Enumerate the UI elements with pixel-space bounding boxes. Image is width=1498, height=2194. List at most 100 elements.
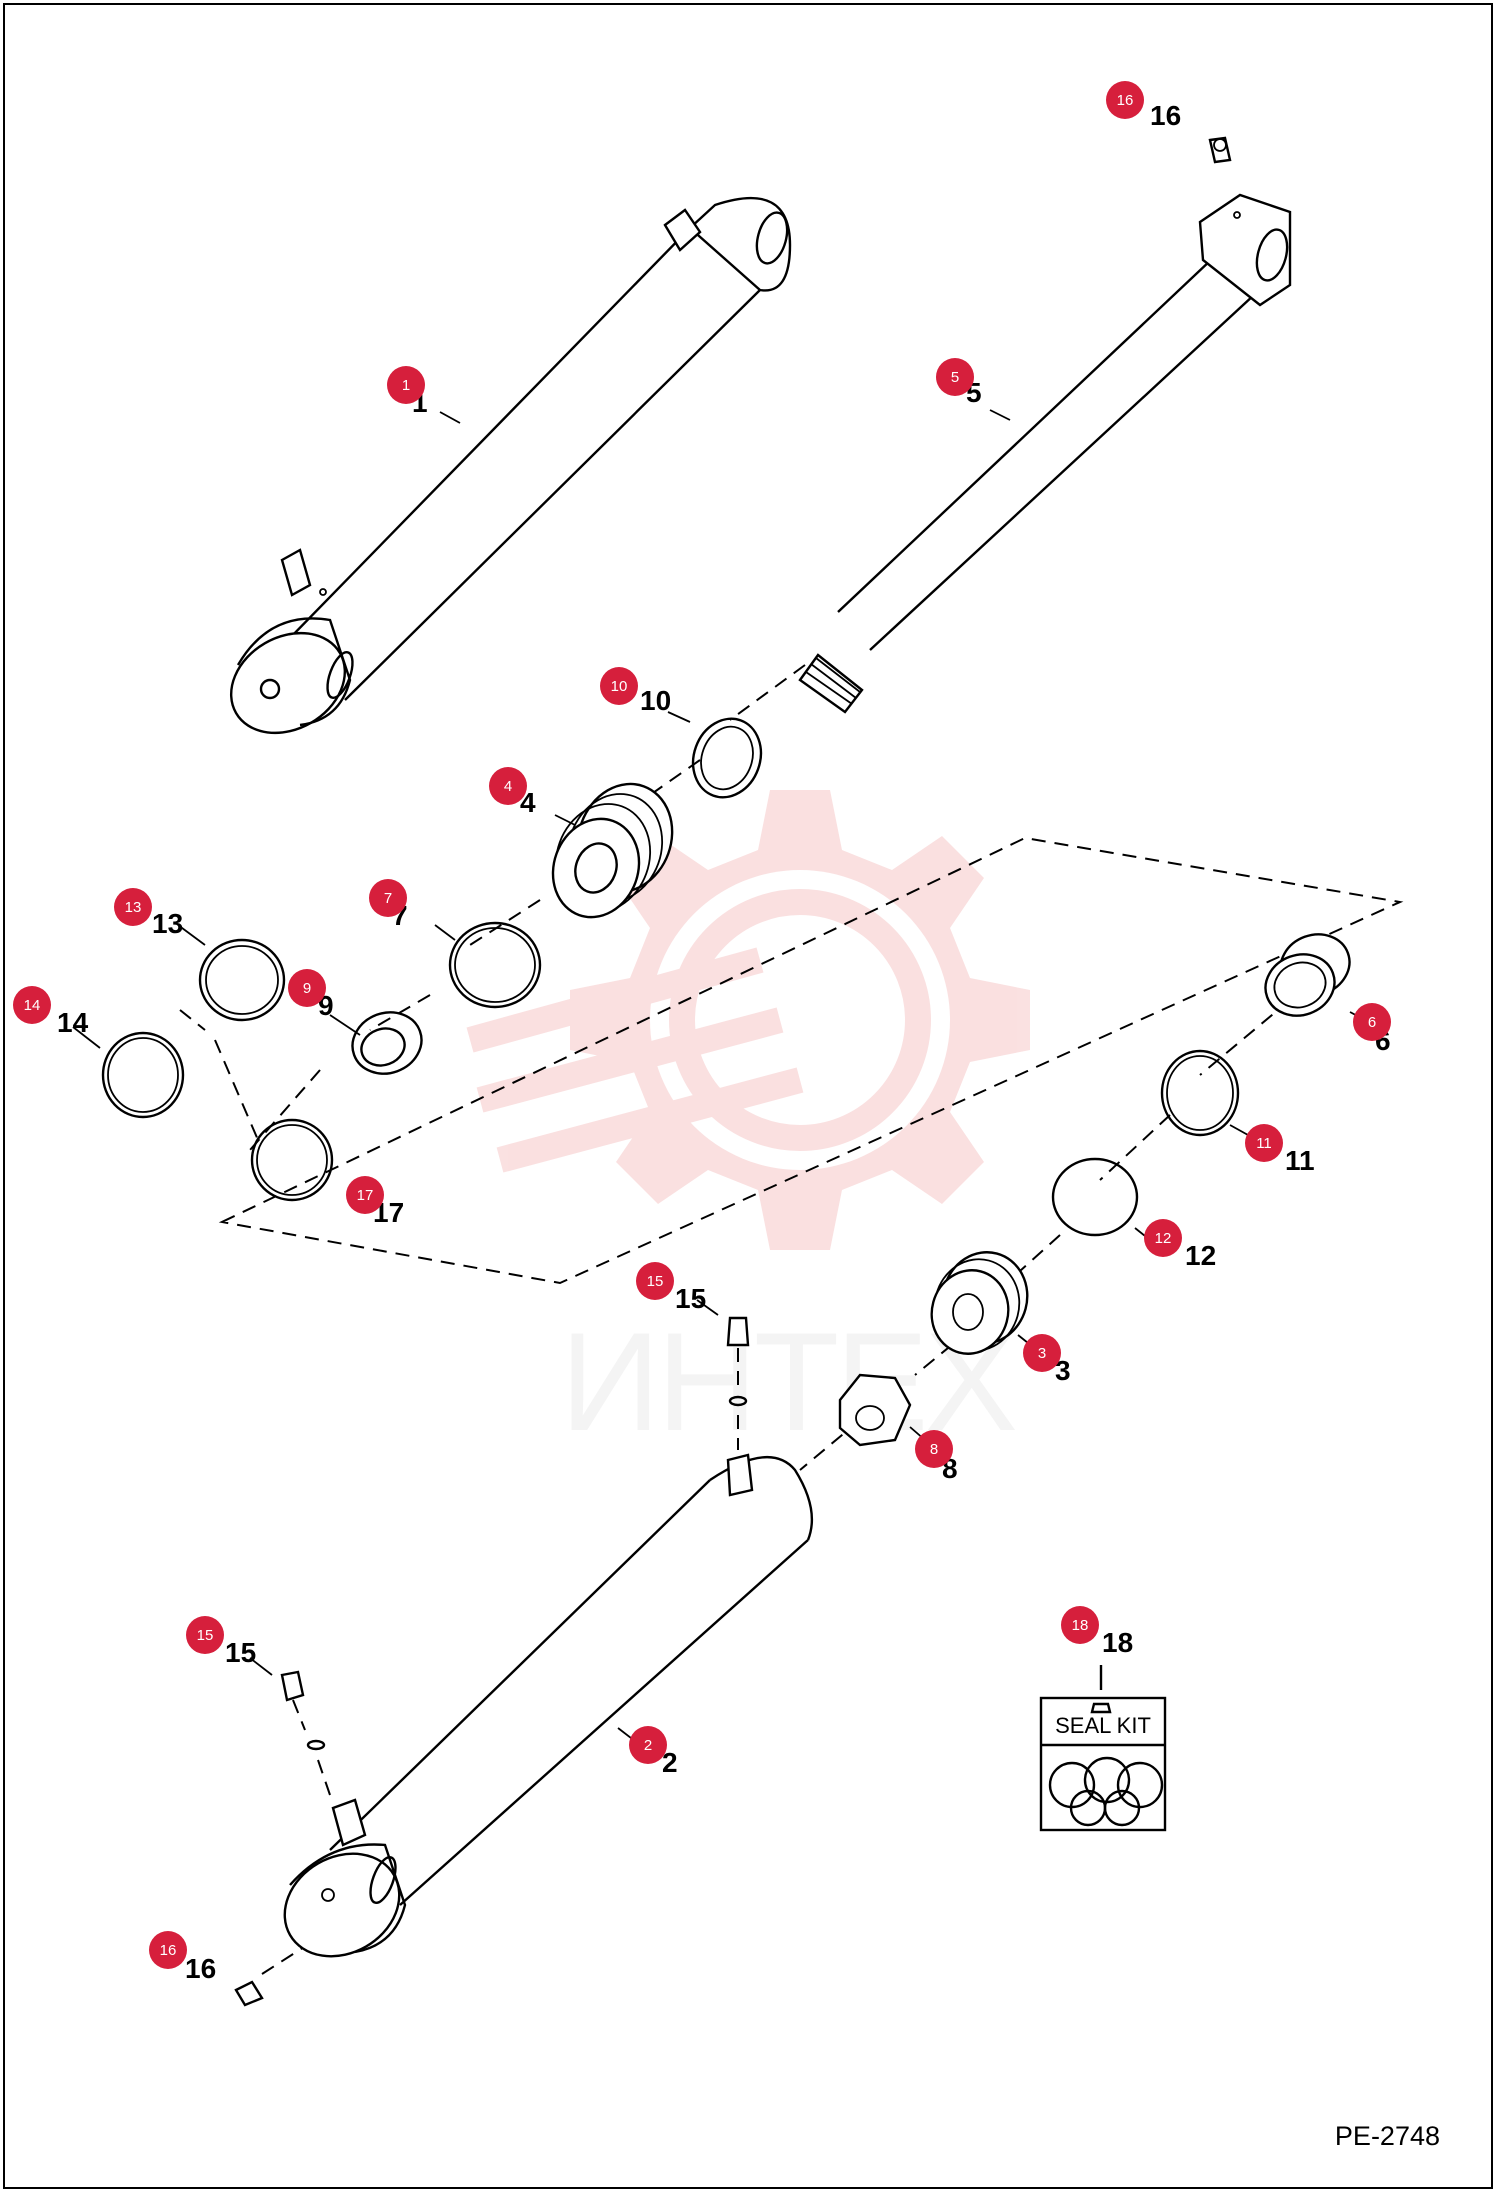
part-badge-icon — [288, 969, 326, 1007]
part-badge-icon — [600, 667, 638, 705]
callout-part-4: 44 — [489, 767, 536, 818]
part-badge-icon — [186, 1616, 224, 1654]
part-15-plug-upper — [726, 1316, 750, 1407]
callout-part-9: 99 — [288, 969, 334, 1021]
part-14-o-ring — [101, 1031, 185, 1119]
part-1-cylinder-barrel — [229, 196, 792, 735]
seal-group-dashed-outline — [218, 836, 1404, 1285]
part-badge-icon — [1023, 1334, 1061, 1372]
part-badge-label: 3 — [1038, 1345, 1046, 1362]
part-badge-icon — [13, 986, 51, 1024]
part-7-o-ring — [448, 921, 542, 1009]
part-badge-icon — [1061, 1606, 1099, 1644]
callout-part-7: 77 — [369, 879, 408, 931]
callout-part-1: 11 — [387, 366, 428, 418]
part-badge-icon — [387, 366, 425, 404]
part-number-label: 11 — [1285, 1145, 1315, 1176]
part-badge-icon — [1353, 1003, 1391, 1041]
part-badge-icon — [936, 358, 974, 396]
part-15-plug-lower — [280, 1670, 326, 1751]
callout-part-14: 14 14 — [13, 986, 89, 1038]
callout-part-2: 22 — [629, 1726, 678, 1778]
part-badge-icon — [1106, 81, 1144, 119]
seal-kit-rings-icon — [1048, 1756, 1164, 1827]
part-number-label: 16 — [1150, 100, 1181, 131]
part-badge-label: 17 — [357, 1187, 374, 1204]
callout-part-13: 13 13 — [114, 888, 183, 939]
part-badge-label: 12 — [1155, 1230, 1172, 1247]
part-5-piston-rod — [798, 193, 1292, 714]
part-badge-label: 18 — [1072, 1617, 1089, 1634]
part-2-cylinder-tube — [283, 1453, 814, 1958]
part-16-grease-fitting-bottom — [234, 1980, 264, 2007]
part-9-rod-seal — [351, 1011, 423, 1075]
part-badge-label: 6 — [1368, 1014, 1376, 1031]
part-badge-icon — [114, 888, 152, 926]
callout-part-10: 10 10 — [600, 667, 671, 716]
part-13-backup-ring — [198, 938, 286, 1022]
callout-part-8: 88 — [915, 1430, 958, 1484]
part-18-seal-kit: SEAL KIT — [1039, 1665, 1167, 1832]
part-badge-icon — [1144, 1219, 1182, 1257]
part-badge-label: 10 — [611, 678, 628, 695]
part-number-label: 12 — [1185, 1240, 1216, 1271]
part-11-o-ring — [1160, 1049, 1240, 1137]
part-badge-label: 2 — [644, 1737, 652, 1754]
part-number-label: 13 — [152, 908, 183, 939]
part-badge-icon — [346, 1176, 384, 1214]
part-badge-label: 8 — [930, 1441, 938, 1458]
part-badge-icon — [636, 1262, 674, 1300]
part-number-label: 3 — [1055, 1355, 1071, 1386]
part-number-label: 10 — [640, 685, 671, 716]
part-number-label: 14 — [57, 1007, 89, 1038]
part-12-piston-seal — [1051, 1157, 1139, 1237]
part-badge-label: 5 — [951, 369, 959, 386]
part-badge-icon — [489, 767, 527, 805]
seal-kit-label: SEAL KIT — [1055, 1713, 1151, 1738]
part-10-wiper-ring — [691, 717, 763, 799]
part-badge-label: 14 — [24, 997, 41, 1014]
part-badge-label: 15 — [197, 1627, 214, 1644]
part-badge-label: 7 — [384, 890, 392, 907]
part-17-o-ring — [250, 1118, 334, 1202]
callout-part-11: 11 11 — [1245, 1124, 1315, 1176]
callout-part-3: 33 — [1023, 1334, 1071, 1386]
part-3-piston — [930, 1251, 1029, 1355]
callout-part-6: 66 — [1353, 1003, 1391, 1056]
part-badge-icon — [1245, 1124, 1283, 1162]
part-badge-label: 11 — [1256, 1135, 1272, 1152]
part-16-grease-fitting-top — [1208, 136, 1232, 164]
part-badge-label: 16 — [160, 1942, 177, 1959]
callout-part-12: 12 12 — [1144, 1219, 1216, 1271]
part-4-gland — [551, 782, 674, 919]
watermark-logo: ИНТЕХ — [466, 790, 1030, 1460]
part-badge-icon — [369, 879, 407, 917]
part-number-label: 18 — [1102, 1627, 1133, 1658]
part-badge-icon — [629, 1726, 667, 1764]
part-badge-icon — [149, 1931, 187, 1969]
drawing-frame — [3, 3, 1493, 2189]
part-badge-label: 1 — [402, 377, 410, 394]
part-number-label: 16 — [185, 1953, 216, 1984]
part-badge-label: 15 — [647, 1273, 664, 1290]
part-8-lock-nut — [838, 1373, 912, 1447]
drawing-code: PE-2748 — [1334, 2121, 1440, 2151]
part-6-bushing — [1264, 933, 1351, 1017]
part-number-label: 15 — [675, 1283, 706, 1314]
part-badge-label: 4 — [504, 778, 512, 795]
callout-group: 1122334455667788991010111112121313141415… — [13, 81, 1391, 1984]
callout-part-5: 55 — [936, 358, 982, 408]
part-number-label: 2 — [662, 1747, 678, 1778]
part-badge-icon — [915, 1430, 953, 1468]
part-badge-label: 16 — [1117, 92, 1134, 109]
part-badge-label: 13 — [125, 899, 142, 916]
part-number-label: 15 — [225, 1637, 256, 1668]
part-badge-label: 9 — [303, 980, 311, 997]
